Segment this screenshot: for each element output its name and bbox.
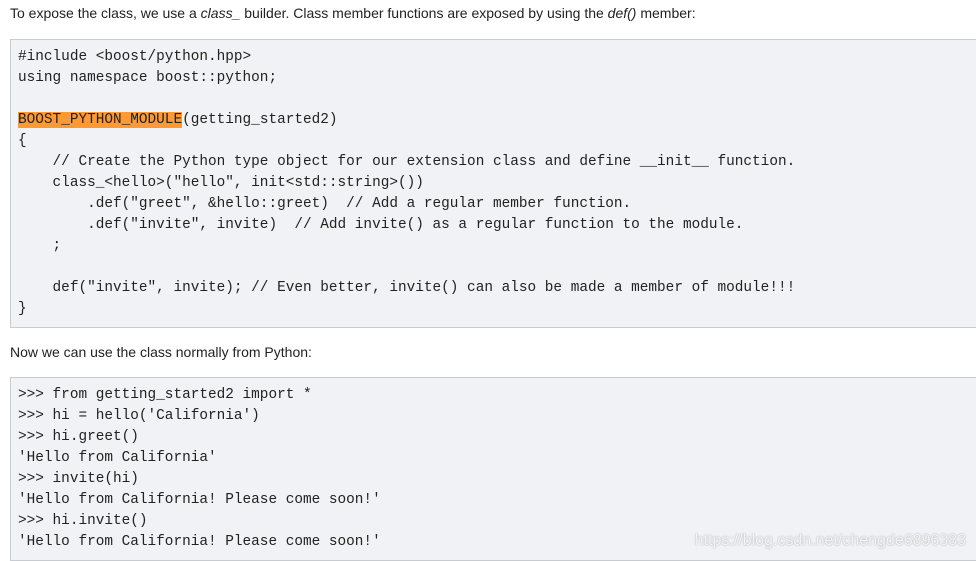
code-line: 'Hello from California! Please come soon… bbox=[18, 492, 381, 508]
search-highlight: BOOST_PYTHON_MODULE bbox=[18, 112, 183, 128]
code-line: def("invite", invite); // Even better, i… bbox=[18, 280, 796, 296]
cpp-code-block: #include <boost/python.hpp> using namespa… bbox=[10, 39, 976, 328]
code-line: .def("invite", invite) // Add invite() a… bbox=[18, 217, 744, 233]
class-builder-term: class_ bbox=[200, 5, 241, 21]
code-line: .def("greet", &hello::greet) // Add a re… bbox=[18, 196, 632, 212]
def-member-term: def() bbox=[607, 5, 637, 21]
code-line: ; bbox=[18, 238, 62, 254]
watermark: https://blog.csdn.net/chengde6896383 bbox=[694, 532, 966, 549]
code-line: using namespace boost::python; bbox=[18, 70, 278, 86]
code-line: // Create the Python type object for our… bbox=[18, 154, 796, 170]
python-code-block: >>> from getting_started2 import * >>> hi… bbox=[10, 377, 976, 561]
code-line: >>> from getting_started2 import * bbox=[18, 387, 312, 403]
intro-text-b: builder. Class member functions are expo… bbox=[240, 5, 608, 21]
code-line bbox=[18, 89, 976, 110]
module-name: (getting_started2) bbox=[182, 112, 338, 128]
code-line: 'Hello from California' bbox=[18, 450, 217, 466]
code-line: } bbox=[18, 301, 27, 317]
code-line-module: BOOST_PYTHON_MODULE(getting_started2) bbox=[18, 110, 976, 131]
usage-paragraph: Now we can use the class normally from P… bbox=[10, 344, 312, 360]
code-line: #include <boost/python.hpp> bbox=[18, 49, 252, 65]
intro-text-c: member: bbox=[636, 5, 696, 21]
intro-text-a: To expose the class, we use a bbox=[10, 5, 201, 21]
code-line bbox=[18, 257, 976, 278]
code-line: 'Hello from California! Please come soon… bbox=[18, 534, 381, 550]
code-line: >>> hi.greet() bbox=[18, 429, 139, 445]
code-line: >>> invite(hi) bbox=[18, 471, 139, 487]
code-line: >>> hi.invite() bbox=[18, 513, 148, 529]
code-line: class_<hello>("hello", init<std::string>… bbox=[18, 175, 424, 191]
code-line: >>> hi = hello('California') bbox=[18, 408, 260, 424]
code-line: { bbox=[18, 133, 27, 149]
intro-paragraph: To expose the class, we use a class_ bui… bbox=[10, 4, 696, 22]
